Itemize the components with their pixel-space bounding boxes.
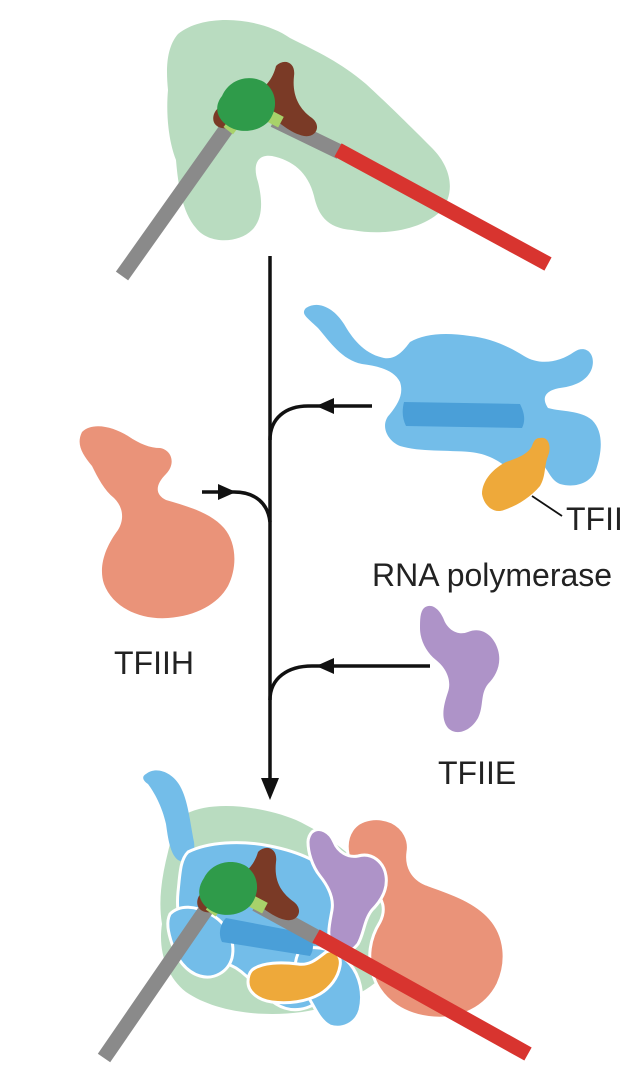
rna-polymerase-label: RNA polymerase xyxy=(372,557,612,593)
tfiih-label: TFIIH xyxy=(114,645,194,681)
complex-polymerase-tail xyxy=(143,770,195,862)
complex-tfiie-shape xyxy=(306,828,388,954)
main-arrowhead xyxy=(261,778,279,800)
tbp-shape xyxy=(217,78,276,131)
tfiih-arrowhead xyxy=(218,484,236,500)
complex-dna-upstream xyxy=(97,893,221,1063)
dna-downstream-segment xyxy=(334,143,552,271)
promoter-complex-top xyxy=(115,20,552,281)
tfiif-leader-line xyxy=(531,495,563,517)
tfiie-label: TFIIE xyxy=(438,755,516,791)
tfiie-join-curve xyxy=(268,664,430,701)
tfiif-label: TFIIF xyxy=(566,501,624,537)
complex-tfiif-shape xyxy=(246,949,342,1005)
arrowheads xyxy=(218,398,334,800)
tfiif-shape xyxy=(482,437,550,512)
complex-dna-downstream xyxy=(312,929,532,1061)
preinitiation-complex-bottom xyxy=(97,770,532,1063)
assembly-arrows xyxy=(202,256,430,780)
complex-tbp-shape xyxy=(199,862,258,915)
polymerase-join-curve xyxy=(268,404,372,441)
rna-polymerase-group xyxy=(303,304,601,517)
polymerase-arrowhead xyxy=(316,398,334,414)
rna-polymerase-shape xyxy=(303,304,601,486)
dna-upstream-segment xyxy=(115,113,241,281)
rna-polymerase-cleft-band xyxy=(402,402,525,428)
tfiie-arrowhead xyxy=(316,658,334,674)
tfiih-join-curve xyxy=(202,490,272,523)
tfiie-shape xyxy=(420,605,500,733)
tfiih-shape xyxy=(79,426,235,619)
complex-polymerase-band xyxy=(219,918,313,956)
